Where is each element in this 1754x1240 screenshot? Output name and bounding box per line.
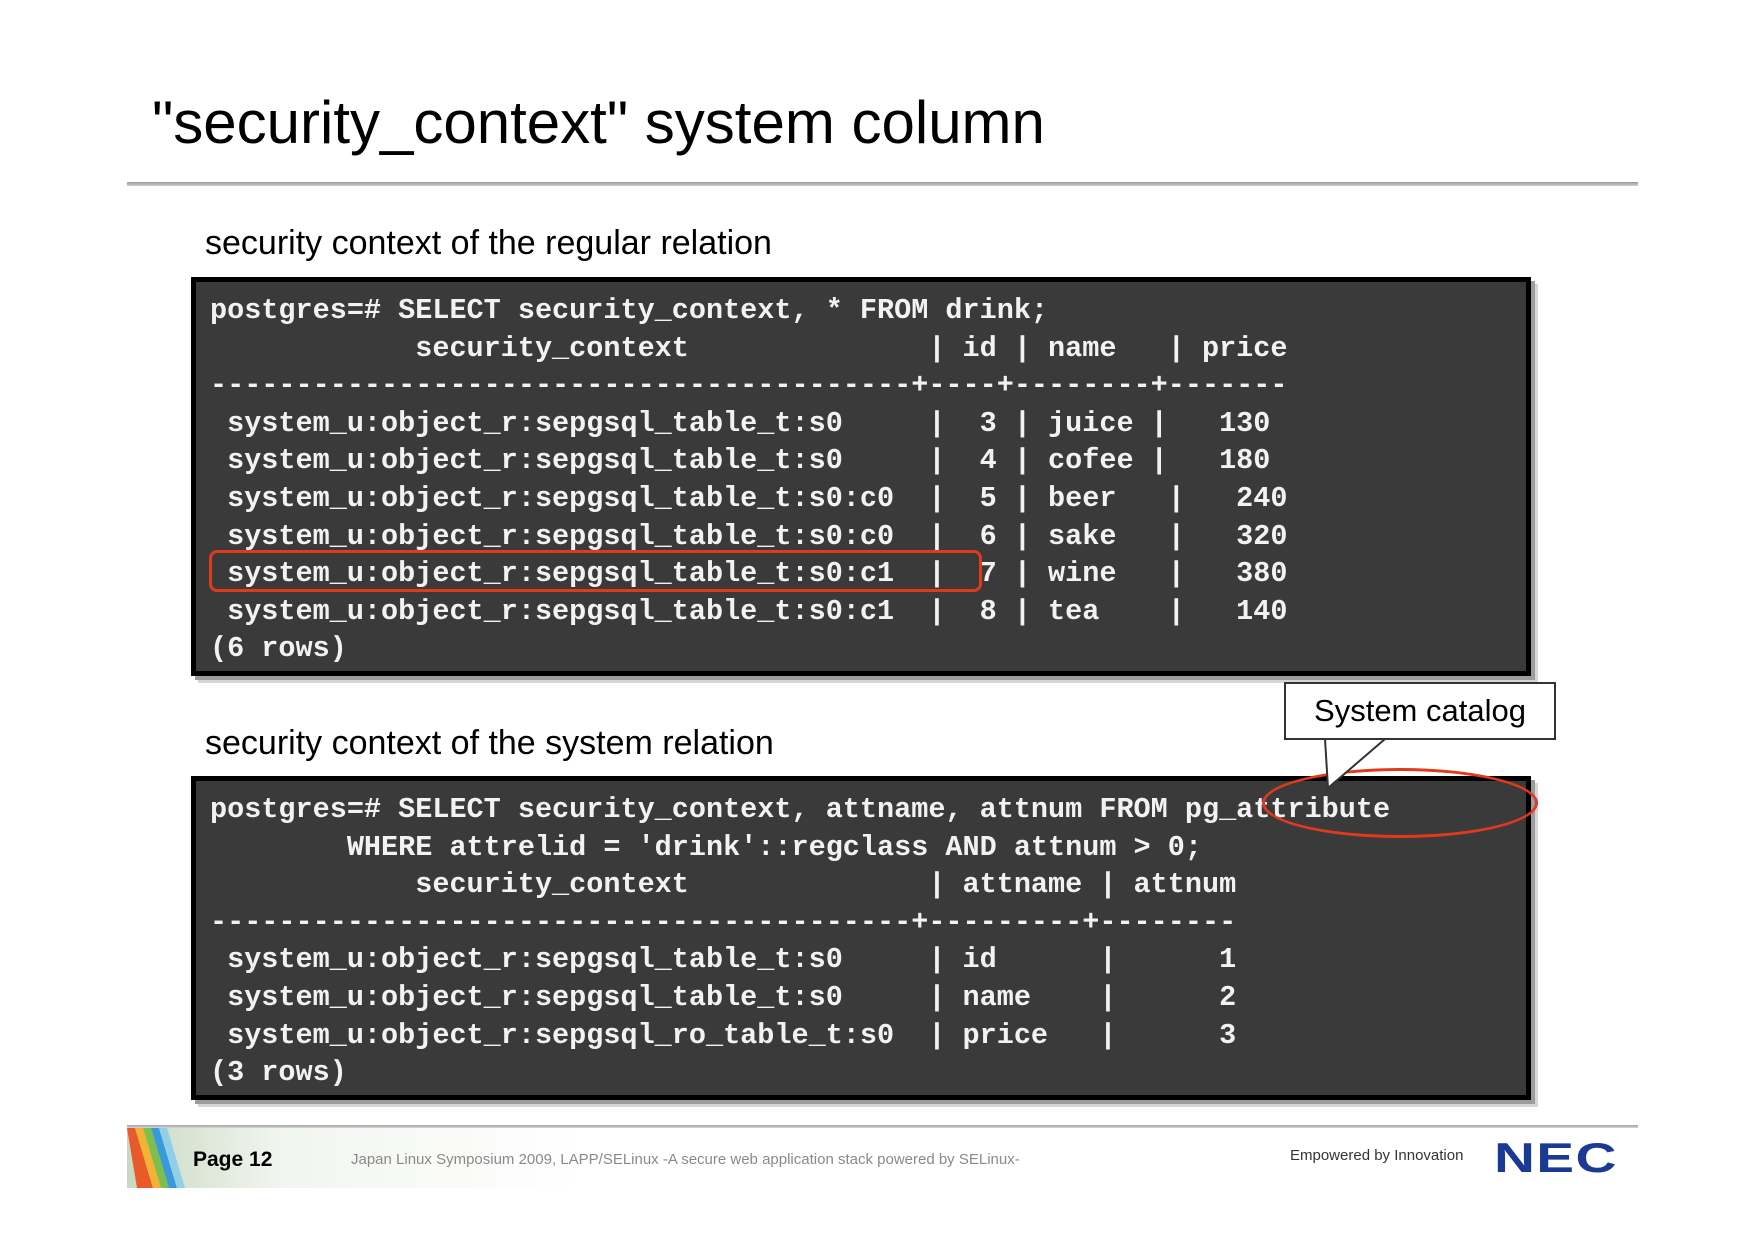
regular-relation-terminal: postgres=# SELECT security_context, * FR… xyxy=(191,277,1531,676)
terminal-line: postgres=# SELECT security_context, * FR… xyxy=(210,294,1049,327)
nec-logo: NEC xyxy=(1494,1134,1618,1181)
terminal-line: ----------------------------------------… xyxy=(210,905,1237,939)
terminal-line: (3 rows) xyxy=(210,1056,347,1090)
regular-relation-output: postgres=# SELECT security_context, * FR… xyxy=(196,282,1526,668)
terminal-line: security_context | id | name | price xyxy=(210,331,1288,365)
system-relation-label: security context of the system relation xyxy=(205,724,774,762)
terminal-line: security_context | attname | attnum xyxy=(210,868,1237,902)
terminal-line: WHERE attrelid = 'drink'::regclass AND a… xyxy=(210,830,1202,864)
page-number: Page 12 xyxy=(193,1148,273,1171)
terminal-line: system_u:object_r:sepgsql_table_t:s0 | i… xyxy=(210,943,1237,977)
terminal-line: system_u:object_r:sepgsql_table_t:s0 | n… xyxy=(210,980,1237,1014)
callout-text: System catalog xyxy=(1314,693,1526,728)
pg-attribute-highlight-ellipse xyxy=(1262,768,1538,838)
footer-caption: Japan Linux Symposium 2009, LAPP/SELinux… xyxy=(351,1151,1020,1168)
highlighted-row-outline xyxy=(209,550,982,592)
terminal-line: system_u:object_r:sepgsql_ro_table_t:s0 … xyxy=(210,1018,1237,1052)
system-catalog-callout: System catalog xyxy=(1284,682,1556,740)
footer-decoration-icon xyxy=(127,1128,185,1188)
footer-band xyxy=(127,1128,1638,1188)
system-relation-output: postgres=# SELECT security_context, attn… xyxy=(196,781,1526,1092)
terminal-line: ----------------------------------------… xyxy=(210,369,1288,403)
footer-divider xyxy=(127,1125,1638,1128)
terminal-line: system_u:object_r:sepgsql_table_t:s0:c1 … xyxy=(210,594,1288,628)
terminal-line: system_u:object_r:sepgsql_table_t:s0:c0 … xyxy=(210,519,1288,553)
terminal-line: system_u:object_r:sepgsql_table_t:s0:c0 … xyxy=(210,481,1288,515)
system-relation-terminal: postgres=# SELECT security_context, attn… xyxy=(191,776,1531,1100)
terminal-line: system_u:object_r:sepgsql_table_t:s0 | 4… xyxy=(210,444,1271,478)
title-divider xyxy=(127,182,1638,186)
terminal-line: system_u:object_r:sepgsql_table_t:s0:c1 … xyxy=(210,557,1288,591)
terminal-line: system_u:object_r:sepgsql_table_t:s0 | 3… xyxy=(210,406,1271,440)
company-tagline: Empowered by Innovation xyxy=(1290,1147,1464,1164)
slide-title: "security_context" system column xyxy=(152,89,1045,156)
regular-relation-label: security context of the regular relation xyxy=(205,224,772,262)
terminal-line: (6 rows) xyxy=(210,632,347,666)
